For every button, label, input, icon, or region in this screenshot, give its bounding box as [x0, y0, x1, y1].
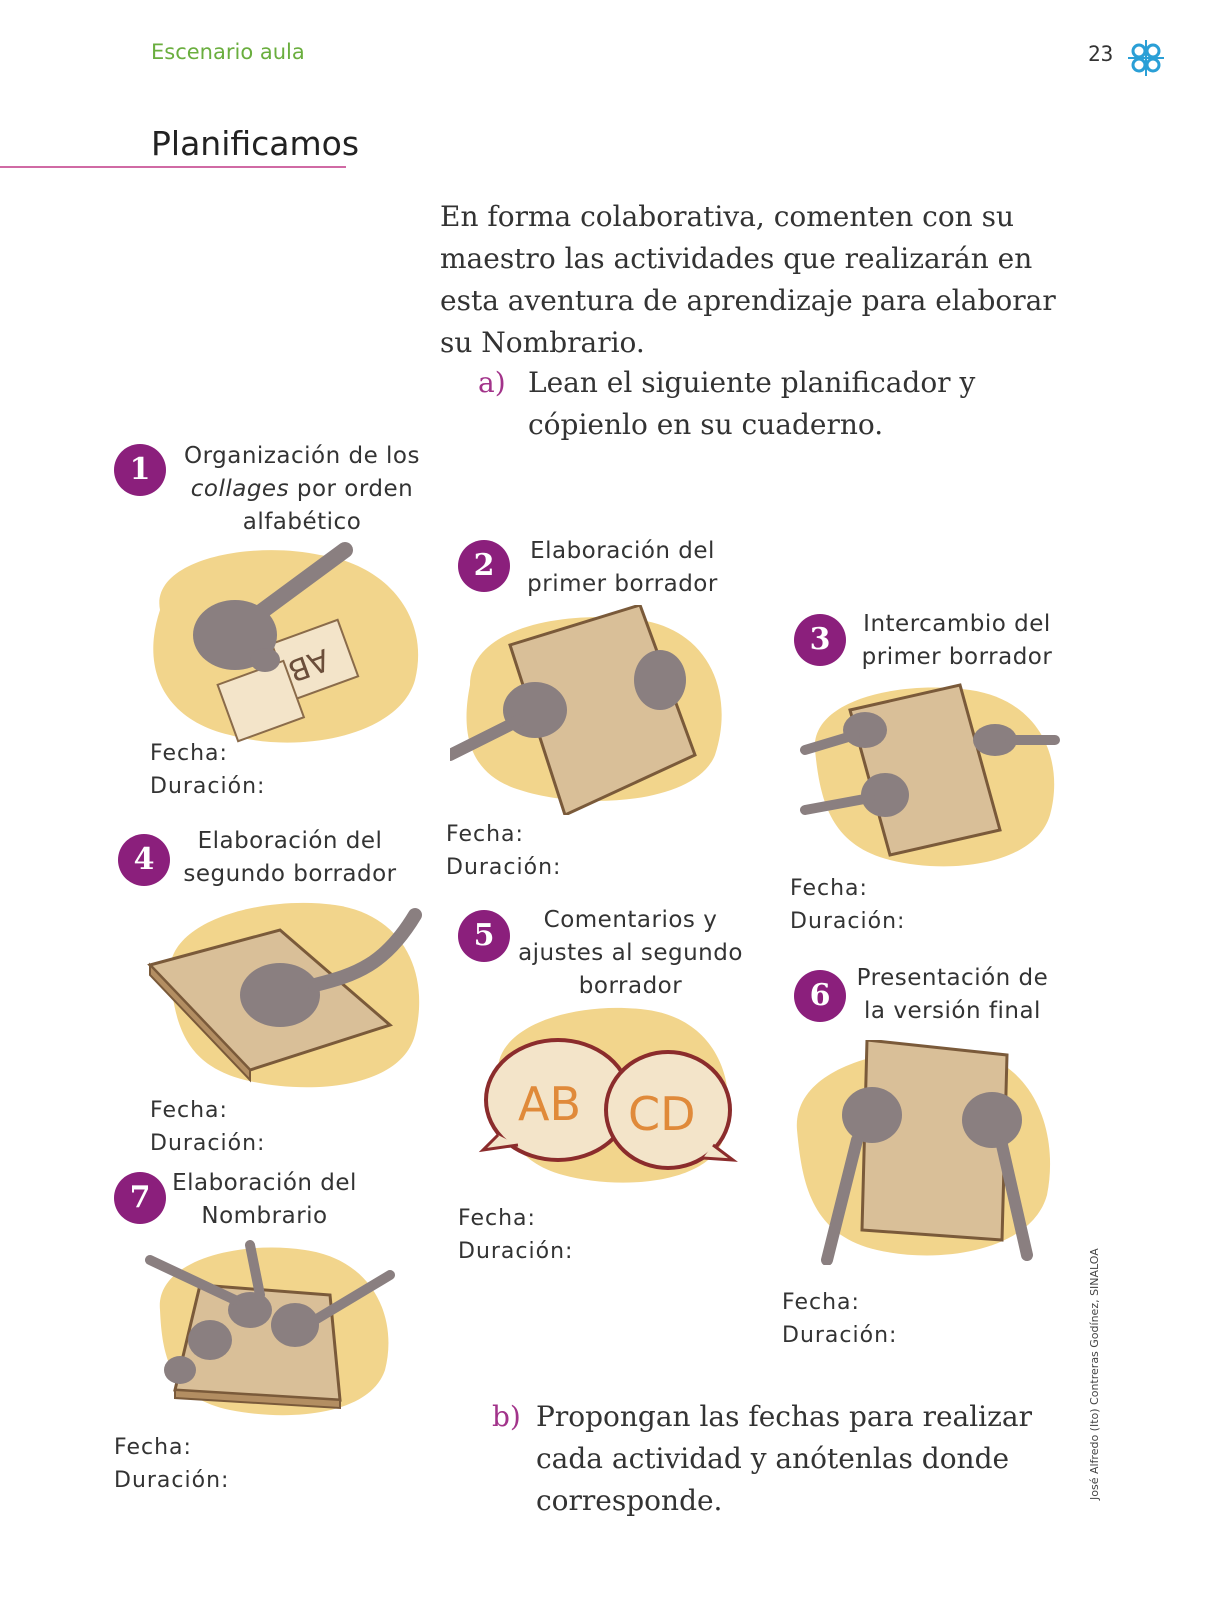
- page-number: 23: [1088, 42, 1114, 66]
- step-title-5: Comentarios y ajustes al segundo borrado…: [518, 907, 743, 999]
- step-illustration-5: AB CD: [478, 1007, 738, 1183]
- instruction-a: a) Lean el siguiente planificador y cópie…: [478, 362, 1078, 446]
- step-6-fecha: Fecha:: [782, 1290, 860, 1315]
- step-title-1: Organización de los collages por orden a…: [184, 443, 420, 535]
- step-5-fecha: Fecha:: [458, 1206, 536, 1231]
- step-7-fecha: Fecha:: [114, 1435, 192, 1460]
- step-badge-4: 4: [118, 834, 170, 886]
- illustration-credit: José Alfredo (Ito) Contreras Godínez, SI…: [1088, 1248, 1101, 1500]
- step-badge-2: 2: [458, 540, 510, 592]
- step-title-6: Presentación de la versión final: [856, 965, 1049, 1024]
- instruction-b: b) Propongan las fechas para realizar cad…: [492, 1396, 1092, 1522]
- instruction-text: Lean el siguiente planificador y cópienl…: [528, 366, 976, 441]
- step-illustration-3: [800, 683, 1060, 867]
- step-illustration-4: [147, 902, 422, 1088]
- section-label: Escenario aula: [151, 40, 305, 64]
- step-badge-1: 1: [114, 444, 166, 496]
- step-badge-6: 6: [794, 970, 846, 1022]
- step-5-duracion: Duración:: [458, 1239, 574, 1264]
- snowflake-logo-icon: [1128, 40, 1164, 76]
- step-title-7: Elaboración del Nombrario: [172, 1170, 357, 1229]
- step-illustration-7: [145, 1240, 395, 1416]
- step-title-3: Intercambio del primer borrador: [861, 611, 1053, 670]
- step-6-duracion: Duración:: [782, 1323, 898, 1348]
- step-badge-5: 5: [458, 910, 510, 962]
- step-title-4: Elaboración del segundo borrador: [183, 828, 397, 887]
- step-illustration-2: [450, 605, 722, 815]
- instruction-letter: b): [492, 1400, 521, 1433]
- bubble-ab: AB: [518, 1077, 581, 1131]
- step-2-duracion: Duración:: [446, 855, 562, 880]
- step-illustration-1: AB: [153, 542, 419, 743]
- instruction-text: Propongan las fechas para realizar cada …: [536, 1400, 1032, 1517]
- step-illustration-6: [796, 1040, 1051, 1265]
- step-badge-3: 3: [794, 614, 846, 666]
- step-title-2: Elaboración del primer borrador: [527, 538, 718, 597]
- page-title: Planificamos: [151, 124, 360, 163]
- title-underline: [0, 166, 346, 168]
- step-2-fecha: Fecha:: [446, 822, 524, 847]
- step-3-fecha: Fecha:: [790, 876, 868, 901]
- step-4-duracion: Duración:: [150, 1131, 266, 1156]
- step-badge-7: 7: [114, 1172, 166, 1224]
- step-7-duracion: Duración:: [114, 1468, 230, 1493]
- step-1-duracion: Duración:: [150, 774, 266, 799]
- bubble-cd: CD: [628, 1087, 696, 1141]
- step-3-duracion: Duración:: [790, 909, 906, 934]
- step-4-fecha: Fecha:: [150, 1098, 228, 1123]
- instruction-letter: a): [478, 366, 506, 399]
- intro-paragraph: En forma colaborativa, comenten con su m…: [440, 200, 1056, 359]
- step-1-fecha: Fecha:: [150, 741, 228, 766]
